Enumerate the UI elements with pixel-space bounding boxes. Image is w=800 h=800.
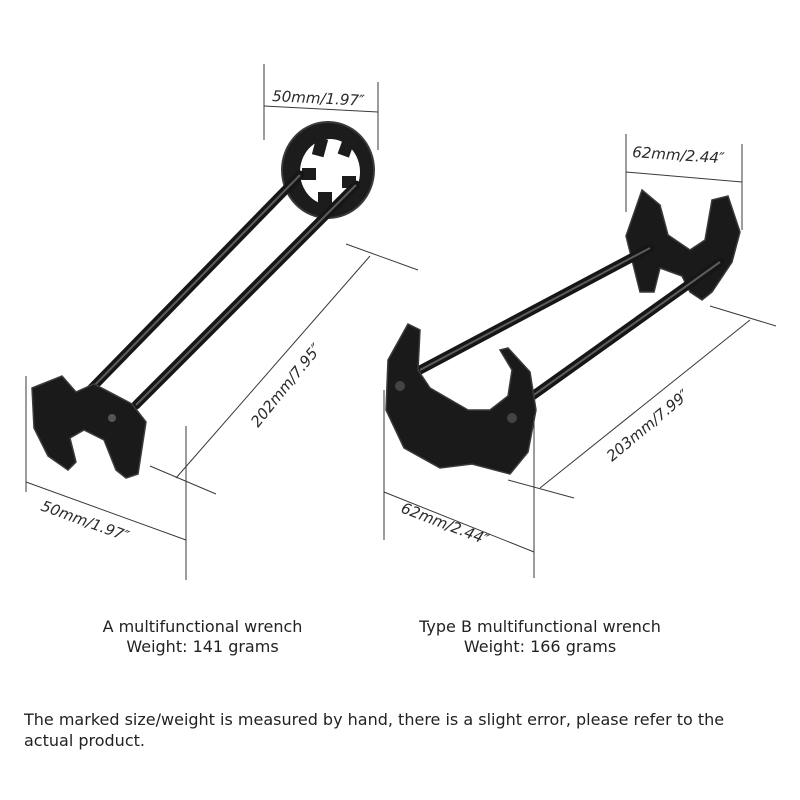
wrench-b-photo bbox=[385, 188, 741, 475]
wrench-b-caption: Type B multifunctional wrench Weight: 16… bbox=[385, 617, 695, 657]
wrench-b-caption-weight: Weight: 166 grams bbox=[463, 637, 617, 656]
wrench-a-dimensions bbox=[25, 64, 419, 580]
wrench-b-top-width-label: 62mm/2.44″ bbox=[632, 143, 726, 167]
wrench-b-front-head bbox=[385, 323, 537, 475]
wrench-b-length-label: 203mm/7.99″ bbox=[603, 386, 693, 466]
wrench-a-length-label: 202mm/7.95″ bbox=[247, 340, 325, 431]
wrench-a-spanner-head bbox=[31, 375, 147, 479]
wrench-a-top-width-label: 50mm/1.97″ bbox=[272, 87, 366, 110]
wrench-b-rods bbox=[415, 243, 725, 417]
wrench-a-caption-title: A multifunctional wrench bbox=[102, 617, 303, 636]
wrench-a-photo bbox=[31, 121, 375, 479]
wrench-a-bottom-width-label: 50mm/1.97″ bbox=[39, 497, 132, 546]
wrench-a-caption-weight: Weight: 141 grams bbox=[126, 637, 279, 656]
wrench-a-caption: A multifunctional wrench Weight: 141 gra… bbox=[60, 617, 345, 657]
wrench-b-bottom-width-label: 62mm/2.44″ bbox=[399, 499, 492, 549]
wrench-b-dimensions bbox=[383, 134, 777, 578]
wrench-b-caption-title: Type B multifunctional wrench bbox=[419, 617, 661, 636]
measurement-disclaimer: The marked size/weight is measured by ha… bbox=[24, 710, 725, 750]
wrench-a-ring-head bbox=[281, 121, 375, 219]
wrench-a-rods bbox=[83, 170, 361, 410]
